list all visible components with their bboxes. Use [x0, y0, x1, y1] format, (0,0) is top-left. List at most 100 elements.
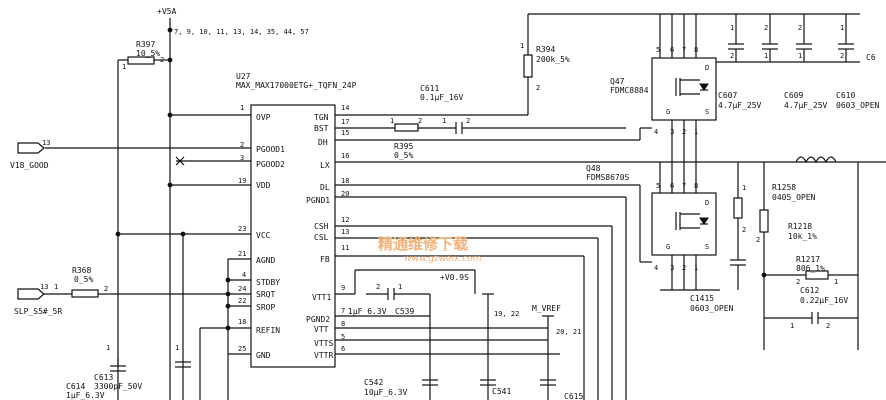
c615-ref: C615	[564, 392, 583, 400]
net-slp-s5[interactable]: 13 1 SLP_S5#_5R	[14, 283, 72, 316]
svg-text:22: 22	[238, 297, 246, 305]
svg-text:2: 2	[742, 226, 746, 234]
pin-name-tgn: TGN	[314, 113, 329, 122]
c614-ref: C614	[66, 382, 85, 391]
svg-text:19: 19	[238, 177, 246, 185]
svg-text:14: 14	[341, 104, 349, 112]
pin-name-gnd: GND	[256, 351, 271, 360]
c612-ref: C612	[800, 286, 819, 295]
snubber-network: 1 2	[730, 162, 746, 290]
svg-text:2: 2	[536, 84, 540, 92]
svg-text:5: 5	[341, 333, 345, 341]
r394-value: 200k_5%	[536, 55, 570, 64]
pin-name-stdby: STDBY	[256, 278, 280, 287]
pin-name-ovp: OVP	[256, 113, 271, 122]
capacitor-c612[interactable]: C612 0.22μF_16V 1 2	[764, 286, 858, 330]
r1218-value: 10k_1%	[788, 232, 817, 241]
pin-name-lx: LX	[320, 161, 330, 170]
pin-name-vttr: VTTR	[314, 351, 333, 360]
resistor-r1258[interactable]: R1258 0405_OPEN 2	[756, 162, 816, 290]
pin-name-bst: BST	[314, 124, 329, 133]
resistor-r368[interactable]: R368 0_5% 2	[71, 266, 110, 298]
v09s-label: +V0.9S	[440, 273, 469, 282]
slp-pin-number: 13	[40, 283, 48, 291]
svg-text:D: D	[705, 64, 709, 72]
capacitor-c542[interactable]: C542 10μF_6.3V	[364, 378, 438, 397]
left-wiring	[45, 112, 251, 400]
resistor-r397[interactable]: R397 10_5% 1 2	[117, 40, 173, 400]
c613-value: 3300pF_50V	[94, 382, 142, 391]
v09s-rail: +V0.9S 19, 22	[440, 273, 519, 318]
svg-text:2: 2	[764, 24, 768, 32]
capacitor-c607[interactable]: C607 4.7μF_25V	[718, 91, 762, 110]
svg-text:1: 1	[790, 322, 794, 330]
pin-name-dl: DL	[320, 183, 330, 192]
capacitor-c613[interactable]: 1 C613 3300pF_50V	[94, 344, 142, 391]
svg-text:1: 1	[520, 42, 524, 50]
pin-name-pgood2: PGOOD2	[256, 160, 285, 169]
capacitor-c609[interactable]: C609 4.7μF_25V	[784, 91, 828, 110]
input-capacitors: 12 21 21 12	[716, 14, 860, 63]
pin-name-srqt: SRQT	[256, 290, 275, 299]
capacitor-c539[interactable]: 2 1 1μF_6.3V C539	[348, 283, 430, 316]
svg-text:6: 6	[341, 345, 345, 353]
q48-value: FDMS8670S	[586, 173, 630, 182]
net-v18-good[interactable]: 13 V18_GOOD	[10, 139, 50, 170]
pin-name-dh: DH	[318, 138, 328, 147]
svg-text:1: 1	[840, 24, 844, 32]
capacitor-c610[interactable]: C610 0603_OPEN	[836, 91, 880, 110]
capacitor-c1415[interactable]: C1415 0603_OPEN	[660, 289, 734, 313]
r1217-value: 806_1%	[796, 264, 825, 273]
c539-ref: C539	[395, 307, 414, 316]
capacitor-c615[interactable]: C615	[540, 379, 583, 400]
r368-value: 0_5%	[74, 275, 93, 284]
r368-ref: R368	[72, 266, 91, 275]
ic-ref: U27	[236, 72, 251, 81]
capacitor-c541[interactable]: C541	[480, 379, 511, 396]
c607-ref: C607	[718, 91, 737, 100]
svg-text:12: 12	[341, 216, 349, 224]
v5a-pin-list: 7, 9, 10, 11, 13, 14, 35, 44, 57	[174, 28, 309, 36]
svg-text:1: 1	[175, 344, 179, 352]
svg-text:24: 24	[238, 285, 246, 293]
svg-text:1: 1	[798, 52, 802, 60]
resistor-r395[interactable]: 1 2 R395 0_5%	[390, 117, 422, 160]
resistor-r1217[interactable]: R1217 806_1% 2 1	[761, 255, 858, 286]
svg-text:21: 21	[238, 250, 246, 258]
resistor-r1218[interactable]: R1218 10k_1%	[788, 222, 817, 241]
svg-text:5: 5	[656, 182, 660, 190]
pin-name-vcc: VCC	[256, 231, 271, 240]
right-wiring	[335, 114, 886, 400]
mvref-label: M_VREF	[532, 304, 561, 313]
resistor-r394[interactable]: R394 200k_5% 1 2	[520, 13, 860, 115]
ic-part: MAX_MAX17000ETG+_TQFN_24P	[236, 81, 357, 90]
svg-text:1: 1	[764, 52, 768, 60]
r1258-ref: R1258	[772, 183, 796, 192]
pin-name-csl: CSL	[314, 233, 329, 242]
svg-text:15: 15	[341, 129, 349, 137]
pin-name-pgnd1: PGND1	[306, 196, 330, 205]
c609-value: 4.7μF_25V	[784, 101, 828, 110]
capacitor-c6[interactable]: C6	[866, 53, 876, 62]
v09s-pins: 19, 22	[494, 310, 519, 318]
mvref-pins: 20, 21	[556, 328, 581, 336]
svg-text:2: 2	[798, 24, 802, 32]
svg-text:8: 8	[341, 320, 345, 328]
svg-text:1: 1	[730, 24, 734, 32]
svg-text:9: 9	[341, 284, 345, 292]
capacitor-c614[interactable]: C614 1μF_6.3V	[66, 382, 105, 400]
svg-text:20: 20	[341, 190, 349, 198]
r397-ref: R397	[136, 40, 155, 49]
svg-text:2: 2	[104, 285, 108, 293]
svg-text:2: 2	[418, 117, 422, 125]
svg-text:2: 2	[466, 117, 470, 125]
inductor-output[interactable]	[795, 156, 837, 164]
capacitor-c611[interactable]: 1 2 C611 0.1μF_16V	[420, 84, 470, 134]
v5a-label: +V5A	[157, 7, 176, 16]
c542-ref: C542	[364, 378, 383, 387]
r1217-ref: R1217	[796, 255, 820, 264]
ic-right-pins: TGN 14 BST 17 DH 15 LX 16 DL 18 PGND1 20…	[306, 104, 349, 360]
